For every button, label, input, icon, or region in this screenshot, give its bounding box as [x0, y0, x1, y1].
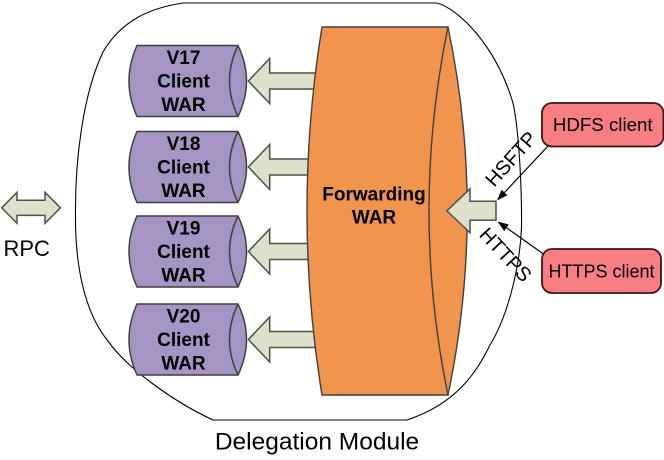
- forwarding-war-shape: Forwarding WAR: [306, 26, 468, 396]
- arrow-to-v20: [247, 315, 320, 364]
- hdfs-client-box: HDFS client: [541, 102, 664, 148]
- cylinder-v20-cap-edge: [228, 303, 239, 376]
- cylinder-v20-line1: V20: [167, 307, 201, 328]
- cylinder-v17-line3: WAR: [161, 95, 206, 116]
- https-connector-arrowhead: [497, 221, 509, 232]
- hdfs-client-label: HDFS client: [553, 114, 653, 135]
- cylinder-v18-line1: V18: [167, 134, 201, 155]
- https-client-label: HTTPS client: [548, 262, 654, 282]
- cylinder-v17-cap-edge: [228, 45, 239, 117]
- cylinder-v20: V20 Client WAR: [128, 303, 248, 376]
- diagram-title: Delegation Module: [215, 429, 419, 456]
- https-client-box: HTTPS client: [541, 248, 662, 294]
- hdfs-connector-arrowhead: [497, 189, 508, 201]
- clients-to-forwarding-arrow: [445, 187, 497, 235]
- cylinder-v18-line2: Client: [157, 158, 210, 179]
- forwarding-war-cap-edge: [428, 26, 449, 396]
- cylinder-v18: V18 Client WAR: [128, 130, 248, 204]
- rpc-label: RPC: [4, 236, 51, 261]
- cylinder-v20-line3: WAR: [161, 354, 206, 375]
- forwarding-war-label-line1: Forwarding: [322, 185, 425, 206]
- cylinder-v18-line3: WAR: [161, 181, 206, 202]
- cylinder-v19-line1: V19: [167, 219, 201, 240]
- cylinder-v19-line3: WAR: [161, 266, 206, 287]
- cylinder-v18-cap-edge: [228, 131, 239, 203]
- client-war-cylinders: V17 Client WAR V18 Client WAR V19 Client…: [128, 44, 248, 376]
- hdfs-connector-line: [504, 145, 549, 193]
- cylinder-v17-line2: Client: [157, 72, 210, 93]
- cylinder-v17-line1: V17: [167, 48, 201, 69]
- client-connectors: [497, 145, 549, 257]
- rpc-arrow: [0, 190, 62, 226]
- cylinder-v19-line2: Client: [157, 242, 210, 263]
- cylinder-v20-line2: Client: [157, 330, 210, 351]
- forwarding-to-client-arrows: [247, 56, 320, 364]
- hsftp-protocol-label: HSFTP: [481, 128, 541, 191]
- https-protocol-label: HTTPS: [475, 224, 536, 287]
- forwarding-war-label-line2: WAR: [352, 208, 397, 229]
- arrow-to-v17: [247, 56, 320, 106]
- cylinder-v19: V19 Client WAR: [128, 215, 248, 288]
- https-client-rect: [541, 248, 662, 294]
- delegation-module-outline: [74, 2, 523, 421]
- cylinder-v17: V17 Client WAR: [128, 44, 248, 118]
- cylinder-v19-cap-edge: [228, 215, 239, 288]
- https-connector-line: [506, 227, 548, 257]
